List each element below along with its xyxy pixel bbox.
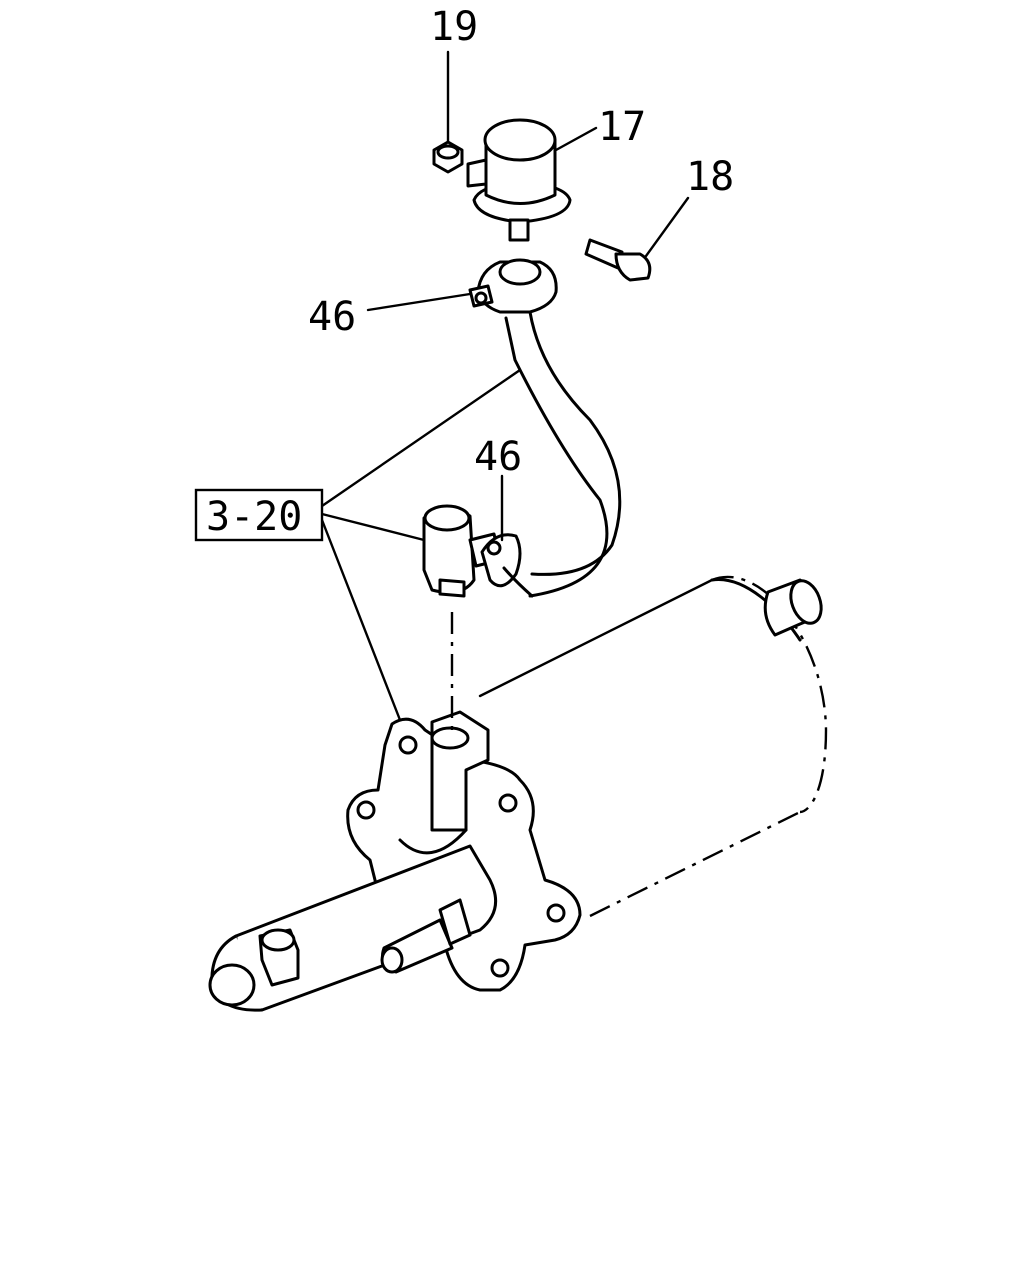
callout-18: 18 bbox=[686, 154, 734, 200]
port-boss bbox=[398, 710, 490, 855]
bolt bbox=[584, 238, 652, 282]
flange-bolt-hole bbox=[546, 903, 566, 923]
nut bbox=[432, 140, 464, 174]
leader-lines bbox=[320, 50, 690, 722]
flange-bolt-hole bbox=[398, 735, 418, 755]
flange-bolt-hole bbox=[498, 793, 518, 813]
callout-19: 19 bbox=[430, 4, 478, 50]
callout-46-mid: 46 bbox=[474, 434, 522, 480]
master-cylinder bbox=[208, 844, 498, 1012]
reference-label: 3-20 bbox=[206, 494, 302, 540]
vacuum-hose bbox=[502, 310, 622, 598]
hose-clamp-top bbox=[468, 258, 558, 314]
output-shaft bbox=[763, 578, 823, 637]
callout-46-top: 46 bbox=[308, 294, 356, 340]
flange-bolt-hole bbox=[356, 800, 376, 820]
reference-box bbox=[194, 488, 324, 542]
booster-cylinder bbox=[478, 575, 828, 918]
vacuum-valve bbox=[466, 118, 572, 242]
flange-bolt-hole bbox=[490, 958, 510, 978]
check-valve-fitting bbox=[422, 504, 522, 598]
callout-17: 17 bbox=[598, 104, 646, 150]
